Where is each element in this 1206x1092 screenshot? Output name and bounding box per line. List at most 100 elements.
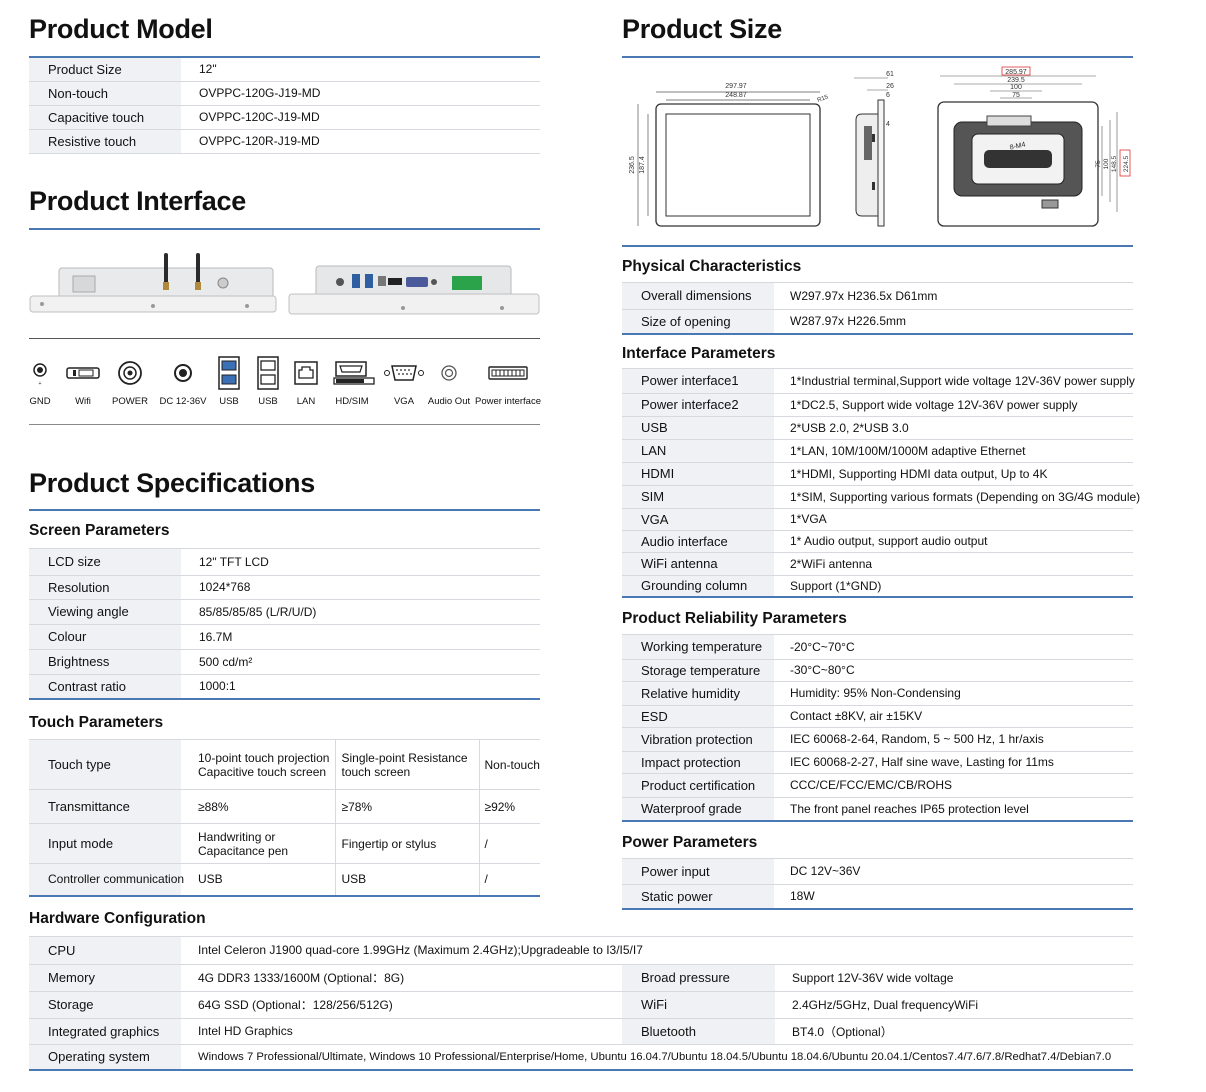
physical-top-rule [622,282,1133,283]
dim-d1: 61 [886,71,894,78]
row-value: 85/85/85/85 (L/R/U/D) [181,599,540,625]
dim-b-w3: 100 [1010,84,1022,91]
row-value: Support 12V-36V wide voltage [775,964,1134,992]
product-interface-title: Product Interface [29,186,246,216]
row-value: 10-point touch projection Capacitive tou… [181,739,336,790]
row-label: Product Size [29,58,181,82]
row-value: Fingertip or stylus [335,823,480,864]
lan-port-icon [294,361,318,385]
row-label: Static power [622,884,774,910]
row-value: 12" [181,58,540,82]
dim-h-inner: 187.4 [639,156,646,174]
row-label: Working temperature [622,635,774,660]
row-value: -30°C~80°C [774,659,1133,682]
interface-divider [29,338,540,339]
icon-label: USB [258,396,278,407]
icon-label: LAN [296,396,316,407]
row-label: Non-touch [29,81,181,106]
icon-label: Power interface [474,396,541,407]
row-label: ESD [622,705,774,728]
hardware-configuration-table: CPU Intel Celeron J1900 quad-core 1.99GH… [29,937,1134,1071]
table-row: Input mode Handwriting or Capacitance pe… [29,823,540,864]
icon-label: VGA [393,396,415,407]
reliability-top-rule [622,634,1133,635]
usb-port-icon [218,356,240,390]
interface-params-top-rule [622,368,1133,369]
row-value: 1024*768 [181,575,540,600]
row-value: 4G DDR3 1333/1600M (Optional：8G) [181,964,622,992]
device-left-side-view [29,253,277,313]
product-size-rule [622,56,1133,58]
row-label: Input mode [29,823,181,864]
row-label: LAN [622,439,774,463]
icon-label: Wifi [75,396,91,407]
icon-label: USB [219,396,239,407]
table-row: Transmittance ≥88% ≥78% ≥92% [29,789,540,824]
interface-wifi: Wifi [61,358,105,407]
row-label: Overall dimensions [622,283,774,310]
row-label: Audio interface [622,530,774,553]
interface-gnd: + GND [22,358,58,407]
row-label: Viewing angle [29,599,181,625]
row-label: WiFi [622,991,775,1019]
row-value: Windows 7 Professional/Ultimate, Windows… [181,1044,1134,1071]
product-size-drawing: 297.97 248.87 R15 236.5 187.4 61 26 6 4 … [629,66,1131,227]
row-value: USB [335,863,480,897]
row-label: Impact protection [622,751,774,774]
dim-radius: R15 [817,94,830,104]
product-specifications-title: Product Specifications [29,468,315,498]
product-specifications-rule [29,509,540,511]
product-interface-rule [29,228,540,230]
dim-w-inner: 248.87 [725,92,747,99]
row-label: Capacitive touch [29,105,181,130]
row-label: Power interface1 [622,369,774,394]
dim-b-h2: 100 [1103,158,1110,169]
table-row: Operating system Windows 7 Professional/… [29,1044,1134,1071]
physical-characteristics-title: Physical Characteristics [622,258,802,275]
row-label: Power input [622,859,774,885]
dim-b-h4: 224.5 [1123,155,1130,172]
row-value: 1*LAN, 10M/100M/1000M adaptive Ethernet [774,439,1133,463]
row-value: ≥92% [479,789,540,824]
product-size-title: Product Size [622,14,782,44]
dim-w-outer: 297.97 [725,83,747,90]
touch-parameters-table: Touch type 10-point touch projection Cap… [29,739,540,897]
screen-top-rule [29,548,540,549]
row-value: W287.97x H226.5mm [774,309,1133,335]
row-value: Handwriting or Capacitance pen [181,823,336,864]
table-row: Storage temperature-30°C~80°C [622,659,1133,682]
terminal-block-icon [488,366,528,380]
back-view-drawing: 285.97 239.5 100 75 8-M4 75 100 148.5 22… [937,66,1131,227]
row-value: / [479,823,540,864]
row-label: Memory [29,964,181,992]
row-value: USB [181,863,336,897]
dim-d2: 26 [886,83,894,90]
row-label: Power interface2 [622,393,774,417]
icon-label: Audio Out [427,396,471,407]
interface-usb-2: USB [251,356,285,407]
power-button-icon [118,361,142,385]
row-value: W297.97x H236.5x D61mm [774,283,1133,310]
row-label: Touch type [29,739,181,790]
interface-dc: DC 12-36V [156,358,210,407]
reliability-parameters-table: Working temperature-20°C~70°C Storage te… [622,635,1133,822]
row-value: CCC/CE/FCC/EMC/CB/ROHS [774,773,1133,798]
row-value: OVPPC-120R-J19-MD [181,129,540,154]
row-label: Resolution [29,575,181,600]
